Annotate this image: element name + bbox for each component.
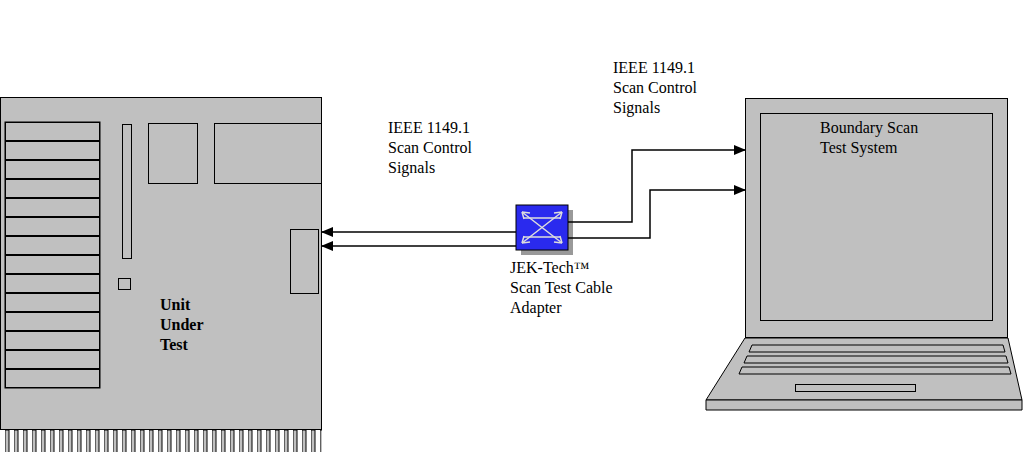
adapter-symbol bbox=[522, 212, 562, 243]
node-text: Boundary Scan Test System bbox=[820, 118, 938, 158]
chip bbox=[119, 279, 131, 290]
chip bbox=[291, 230, 319, 294]
unit-under-test: Unit Under Test bbox=[0, 97, 322, 430]
signal-label: IEEE 1149.1 Scan Control Signals bbox=[388, 118, 488, 178]
laptop-base bbox=[706, 338, 1022, 400]
adapter-box bbox=[516, 205, 568, 250]
signal-cable bbox=[568, 150, 745, 222]
circuit-board bbox=[1, 98, 322, 430]
signal-label: IEEE 1149.1 Scan Control Signals bbox=[613, 58, 713, 118]
signal-cable bbox=[568, 190, 745, 238]
laptop-front bbox=[706, 400, 1022, 410]
screen-display bbox=[761, 114, 993, 321]
laptop-screen bbox=[746, 99, 1008, 338]
keyboard-rows bbox=[739, 345, 1011, 392]
node-text: Unit Under Test bbox=[160, 295, 222, 355]
edge-connector bbox=[5, 430, 322, 452]
node-text: JEK-Tech™ Scan Test Cable Adapter bbox=[510, 258, 620, 318]
chip bbox=[215, 124, 322, 184]
chip bbox=[123, 125, 132, 259]
cable-adapter: JEK-Tech™ Scan Test Cable Adapter bbox=[516, 205, 568, 250]
chip bbox=[149, 124, 198, 184]
test-system: Boundary Scan Test System bbox=[745, 98, 1008, 338]
card-slots bbox=[5, 122, 100, 388]
signal-cable bbox=[322, 231, 516, 233]
signal-cable bbox=[322, 245, 516, 247]
